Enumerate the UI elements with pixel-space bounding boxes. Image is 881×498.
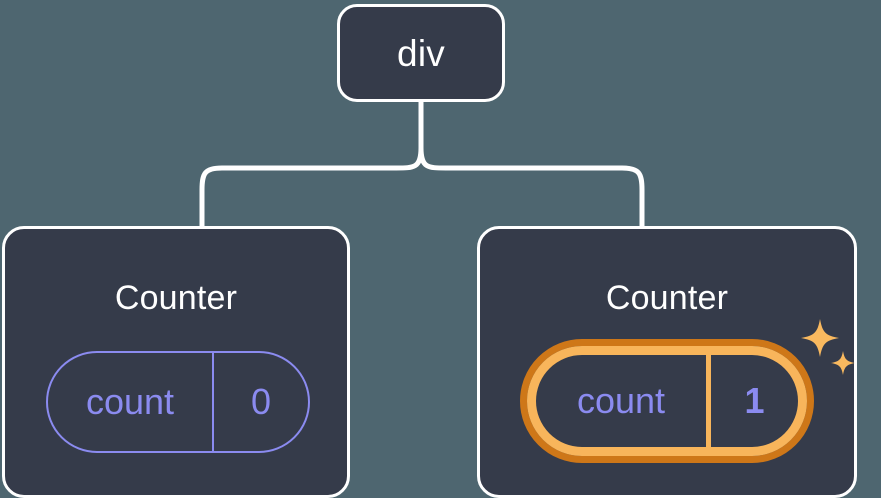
connector-branch-left <box>199 145 424 229</box>
state-pill-count-right-highlighted[interactable]: count 1 <box>520 339 814 463</box>
node-counter-right[interactable]: Counter count 1 <box>477 226 857 498</box>
state-pill-inner-ring: count 1 <box>527 346 807 456</box>
state-pill-count-left[interactable]: count 0 <box>46 351 310 453</box>
node-counter-left[interactable]: Counter count 0 <box>2 226 350 498</box>
state-value-label: 1 <box>706 355 798 447</box>
sparkle-star-large <box>801 319 839 357</box>
state-key-label: count <box>85 381 175 422</box>
node-div[interactable]: div <box>337 4 505 102</box>
sparkle-star-small <box>831 351 855 375</box>
sparkle-icon-group <box>798 317 860 389</box>
state-key-label: count <box>576 380 666 421</box>
connector-branch-right <box>418 145 645 229</box>
node-counter-left-title: Counter <box>114 279 238 317</box>
state-value-label: 0 <box>212 353 308 451</box>
node-counter-right-title: Counter <box>605 279 729 317</box>
node-div-label: div <box>397 32 445 74</box>
